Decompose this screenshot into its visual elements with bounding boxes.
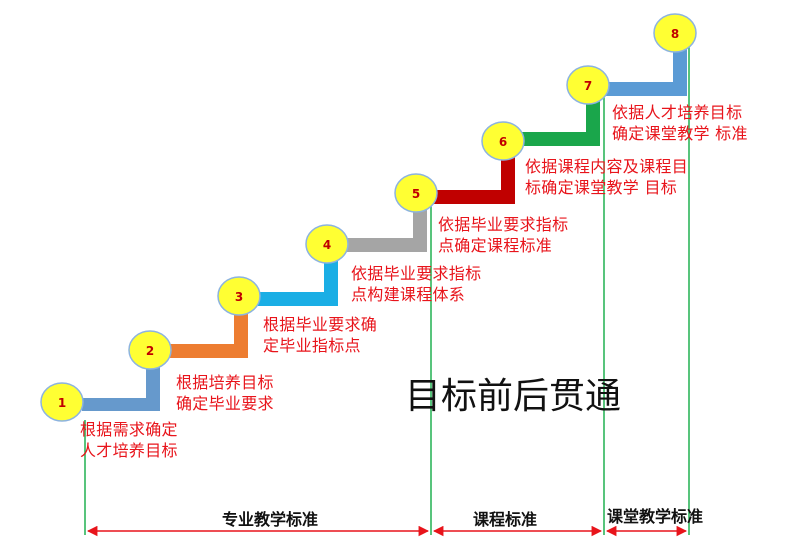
step-number-2: 2 [146, 344, 154, 358]
step-circle-8: 8 [653, 13, 697, 53]
diagram-title: 目标前后贯通 [405, 376, 622, 417]
segment-label-classroom: 课堂教学标准 [606, 507, 703, 526]
step-label-2: 根据培养目标 确定毕业要求 [176, 373, 274, 413]
step-label-5: 依据毕业要求指标 点确定课程标准 [438, 215, 569, 255]
step-label-4: 依据毕业要求指标 点构建课程体系 [351, 264, 482, 304]
step-circle-2: 2 [128, 330, 172, 370]
step-circle-5: 5 [394, 173, 438, 213]
step-number-1: 1 [58, 396, 66, 410]
segment-label-course: 课程标准 [472, 510, 537, 529]
step-label-6: 依据课程内容及课程目 标确定课堂教学 目标 [525, 157, 689, 197]
step-number-4: 4 [323, 238, 331, 252]
step-number-5: 5 [412, 187, 420, 201]
step-number-3: 3 [235, 290, 243, 304]
step-circle-1: 1 [40, 382, 84, 422]
step-number-8: 8 [671, 27, 679, 41]
step-number-7: 7 [584, 79, 592, 93]
segment-label-professional: 专业教学标准 [221, 510, 318, 529]
step-circle-7: 7 [566, 65, 610, 105]
step-circle-3: 3 [217, 276, 261, 316]
step-circle-4: 4 [305, 224, 349, 264]
step-circle-6: 6 [481, 121, 525, 161]
step-number-6: 6 [499, 135, 507, 149]
step-label-7: 依据人才培养目标 确定课堂教学 标准 [612, 103, 748, 143]
step-label-3: 根据毕业要求确 定毕业指标点 [263, 315, 378, 355]
step-label-1: 根据需求确定 人才培养目标 [80, 420, 178, 460]
